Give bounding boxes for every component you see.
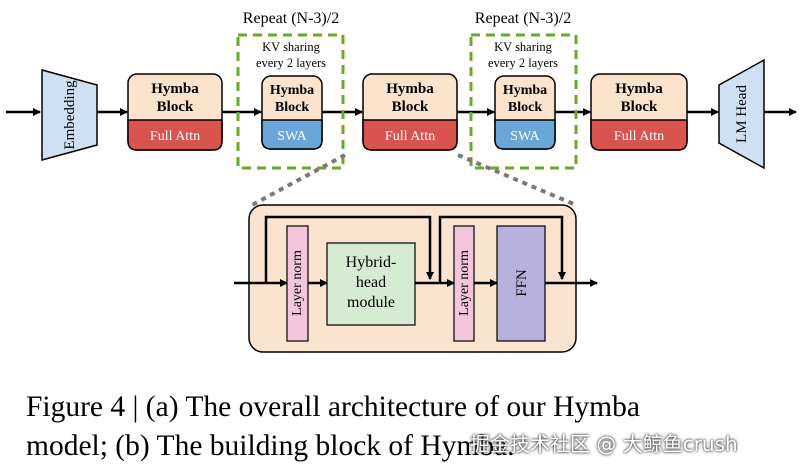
- residual-connection-2: [438, 215, 566, 283]
- kv-sharing-label: KV sharing: [494, 40, 553, 54]
- expanded-flow-arrows: [234, 215, 598, 287]
- residual-connection-1: [264, 215, 434, 283]
- zoom-connector: [251, 153, 577, 207]
- attention-bar: [127, 119, 223, 151]
- block-title-line2: Block: [508, 100, 542, 115]
- figure-caption: Figure 4 | (a) The overall architecture …: [26, 391, 640, 462]
- hybrid-head-label-line3: module: [347, 294, 395, 311]
- attention-label: Full Attn: [614, 129, 664, 144]
- attention-bar: [494, 119, 556, 150]
- attention-bar: [590, 119, 688, 151]
- lm-head-label: LM Head: [734, 85, 750, 143]
- hymba-block-4: Hymba Block SWA: [494, 75, 556, 150]
- repeat-dashed-box: [236, 33, 345, 170]
- expanded-hymba-block: Layer norm Hybrid- head module Layer nor…: [234, 204, 598, 353]
- lm-head-shape: [718, 58, 765, 170]
- caption-line-2: model; (b) The building block of Hymba.: [26, 430, 515, 462]
- block-title-line1: Hymba: [270, 83, 314, 98]
- block-title-line2: Block: [392, 99, 429, 115]
- repeat-dashed-box: [469, 33, 578, 170]
- block-title-line1: Hymba: [615, 81, 663, 97]
- layer-norm-label-1: Layer norm: [290, 250, 305, 316]
- hymba-block-5: Hymba Block Full Attn: [590, 73, 688, 151]
- repeat-group-1: Repeat (N-3)/2 KV sharing every 2 layers: [236, 10, 345, 170]
- block-title-line1: Hymba: [386, 81, 434, 97]
- hymba-block-1: Hymba Block Full Attn: [127, 73, 223, 151]
- zoom-line-left: [251, 153, 346, 207]
- block-title-line1: Hymba: [503, 83, 547, 98]
- repeat-label: Repeat (N-3)/2: [475, 10, 571, 27]
- embedding-layer: Embedding: [41, 69, 98, 161]
- ffn-box: [496, 225, 546, 342]
- repeat-group-2: Repeat (N-3)/2 KV sharing every 2 layers: [469, 10, 578, 170]
- kv-sharing-label: KV sharing: [262, 40, 321, 54]
- layer-norm-box-1: [286, 225, 309, 342]
- block-title-line2: Block: [621, 99, 658, 115]
- layer-norm-box-2: [453, 225, 475, 342]
- block-title-line1: Hymba: [151, 81, 199, 97]
- attention-label: SWA: [510, 129, 540, 144]
- hybrid-head-label-line1: Hybrid-: [346, 254, 397, 271]
- repeat-label: Repeat (N-3)/2: [243, 10, 339, 27]
- attention-label: Full Attn: [150, 129, 200, 144]
- hybrid-head-label-line2: head: [356, 274, 386, 291]
- zoom-line-right: [457, 153, 577, 207]
- layer-norm-label-2: Layer norm: [457, 250, 472, 316]
- attention-bar: [261, 119, 323, 150]
- hymba-block-2: Hymba Block SWA: [261, 75, 323, 150]
- embedding-shape: [41, 69, 98, 161]
- kv-sharing-sublabel: every 2 layers: [256, 56, 326, 70]
- hybrid-head-module-box: [326, 242, 416, 326]
- caption-line-1: Figure 4 | (a) The overall architecture …: [26, 391, 640, 423]
- attention-label: SWA: [277, 129, 307, 144]
- embedding-label: Embedding: [62, 80, 78, 150]
- attention-label: Full Attn: [385, 129, 435, 144]
- block-title-line2: Block: [275, 100, 309, 115]
- kv-sharing-sublabel: every 2 layers: [488, 56, 558, 70]
- lm-head-layer: LM Head: [718, 58, 765, 170]
- watermark-text: 掘金技术社区 @ 大鲸鱼crush: [470, 432, 738, 456]
- attention-bar: [362, 119, 458, 151]
- ffn-label: FFN: [514, 269, 530, 297]
- block-title-line2: Block: [157, 99, 194, 115]
- hymba-block-3: Hymba Block Full Attn: [362, 73, 458, 151]
